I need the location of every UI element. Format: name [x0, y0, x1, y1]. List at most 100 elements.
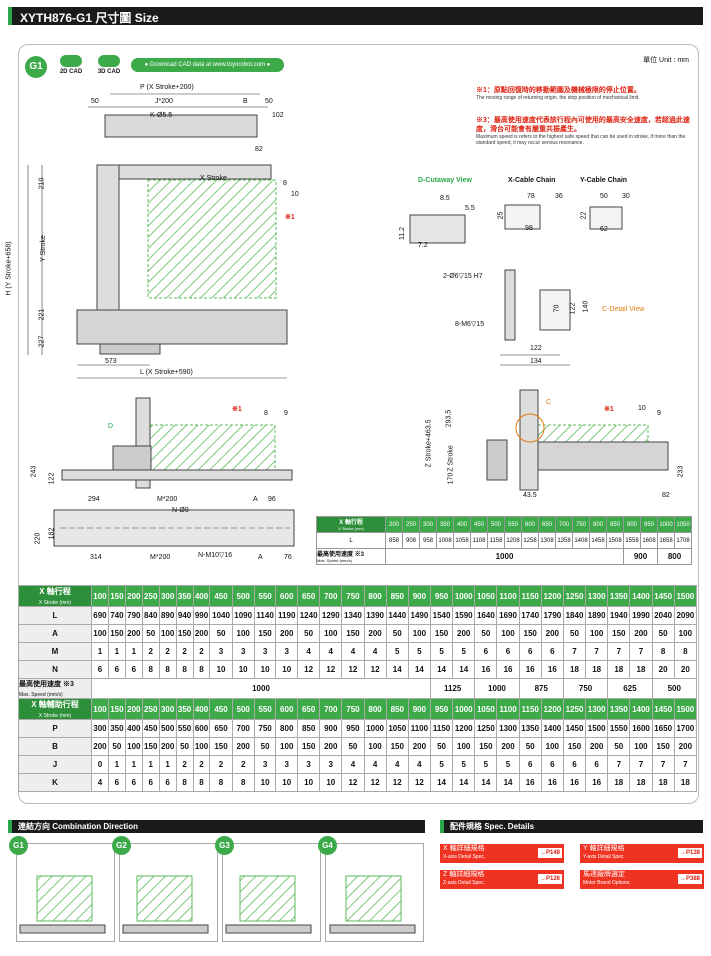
- value-cell: 16: [518, 773, 542, 792]
- value-cell: 1150: [429, 719, 454, 738]
- bottom-dim-182: 182: [48, 527, 56, 540]
- value-cell: 1500: [585, 719, 609, 738]
- value-cell: 1240: [297, 606, 321, 625]
- value-cell: 2: [158, 642, 177, 661]
- value-cell: 50: [141, 624, 160, 643]
- value-cell: 740: [107, 606, 126, 625]
- bottom-dim-294: 294: [88, 496, 100, 503]
- value-cell: 200: [158, 737, 177, 756]
- value-cell: 1: [107, 642, 126, 661]
- speed-cell: 1000: [91, 678, 431, 699]
- value-cell: 3: [319, 755, 343, 774]
- z-dim-82: 82: [662, 492, 670, 499]
- value-cell: 8: [141, 660, 160, 679]
- cloud-icon: [98, 55, 120, 67]
- t1-speed: 1000: [385, 548, 624, 565]
- z-dim-zstroke-total: Z Stroke+463.5: [425, 419, 433, 468]
- value-cell: 3: [297, 755, 321, 774]
- value-cell: 1140: [253, 606, 277, 625]
- t1-stroke: 550: [504, 516, 522, 533]
- value-cell: 5: [407, 642, 431, 661]
- side-dim-122: 122: [48, 472, 56, 485]
- value-cell: 1450: [562, 719, 587, 738]
- value-cell: 5: [452, 755, 476, 774]
- download-cad-link[interactable]: ● Download CAD data at www.toyorobot.com…: [131, 58, 284, 72]
- dim-50c: 50: [600, 193, 608, 200]
- value-cell: 4: [341, 755, 365, 774]
- value-cell: 150: [562, 737, 587, 756]
- value-cell: 12: [407, 773, 431, 792]
- note-mark-1: ※1: [285, 214, 295, 221]
- dim-98: 98: [525, 225, 533, 232]
- value-cell: 6: [585, 755, 609, 774]
- value-cell: 50: [385, 624, 409, 643]
- stroke-cell: 1150: [518, 698, 542, 720]
- value-cell: 500: [158, 719, 177, 738]
- value-cell: 150: [297, 737, 321, 756]
- value-cell: 50: [341, 737, 365, 756]
- c-detail-title: C-Detail View: [602, 306, 645, 313]
- value-cell: 200: [91, 737, 109, 756]
- t1-stroke: 1050: [674, 516, 692, 533]
- value-cell: 8: [192, 773, 211, 792]
- value-cell: 1040: [209, 606, 233, 625]
- value-cell: 18: [673, 773, 698, 792]
- combination-g3[interactable]: G3: [215, 836, 321, 942]
- value-cell: 1100: [407, 719, 431, 738]
- value-cell: 12: [297, 660, 321, 679]
- value-cell: 12: [341, 773, 365, 792]
- value-cell: 1250: [474, 719, 498, 738]
- combination-g4[interactable]: G4: [318, 836, 424, 942]
- value-cell: 10: [253, 773, 277, 792]
- t1-stroke: 750: [572, 516, 590, 533]
- value-cell: 14: [474, 773, 498, 792]
- value-cell: 10: [275, 660, 299, 679]
- value-cell: 100: [231, 624, 255, 643]
- value-cell: 100: [452, 737, 476, 756]
- cad-3d-label: 3D CAD: [97, 69, 121, 75]
- z-dim-233: 233: [677, 465, 685, 478]
- stroke-cell: 1250: [562, 698, 587, 720]
- value-cell: 2: [209, 755, 233, 774]
- cad-2d-button[interactable]: 2D CAD: [54, 55, 88, 75]
- value-cell: 16: [540, 773, 564, 792]
- stroke-cell: 650: [297, 698, 321, 720]
- value-cell: 200: [629, 624, 653, 643]
- value-cell: 1: [107, 755, 126, 774]
- value-cell: 7: [651, 755, 675, 774]
- cad-3d-button[interactable]: 3D CAD: [92, 55, 126, 75]
- row-label: L: [18, 606, 92, 625]
- dim-210: 210: [38, 177, 46, 190]
- value-cell: 16: [518, 660, 542, 679]
- value-cell: 1290: [319, 606, 343, 625]
- value-cell: 790: [124, 606, 143, 625]
- value-cell: 1: [158, 755, 177, 774]
- value-cell: 1600: [629, 719, 653, 738]
- dim-82: 82: [255, 146, 263, 153]
- value-cell: 100: [585, 624, 609, 643]
- t1-l-value: 1658: [657, 532, 675, 549]
- value-cell: 1650: [651, 719, 675, 738]
- t1-l-value: 958: [419, 532, 437, 549]
- front-work-area: [147, 179, 277, 299]
- value-cell: 4: [319, 642, 343, 661]
- spec-title: 配件規格 Spec. Details: [450, 822, 535, 831]
- dim-122v: 122: [569, 302, 577, 315]
- value-cell: 200: [496, 737, 520, 756]
- combination-g1[interactable]: G1: [9, 836, 115, 942]
- stroke-cell: 900: [407, 698, 431, 720]
- value-cell: 2: [192, 642, 211, 661]
- t1-stroke: 600: [521, 516, 539, 533]
- z-dim-zstroke: Z Stroke: [447, 445, 455, 472]
- stroke-cell: 1200: [540, 698, 564, 720]
- page-title: XYTH876-G1 尺寸圖 Size: [20, 11, 159, 25]
- combination-g2[interactable]: G2: [112, 836, 218, 942]
